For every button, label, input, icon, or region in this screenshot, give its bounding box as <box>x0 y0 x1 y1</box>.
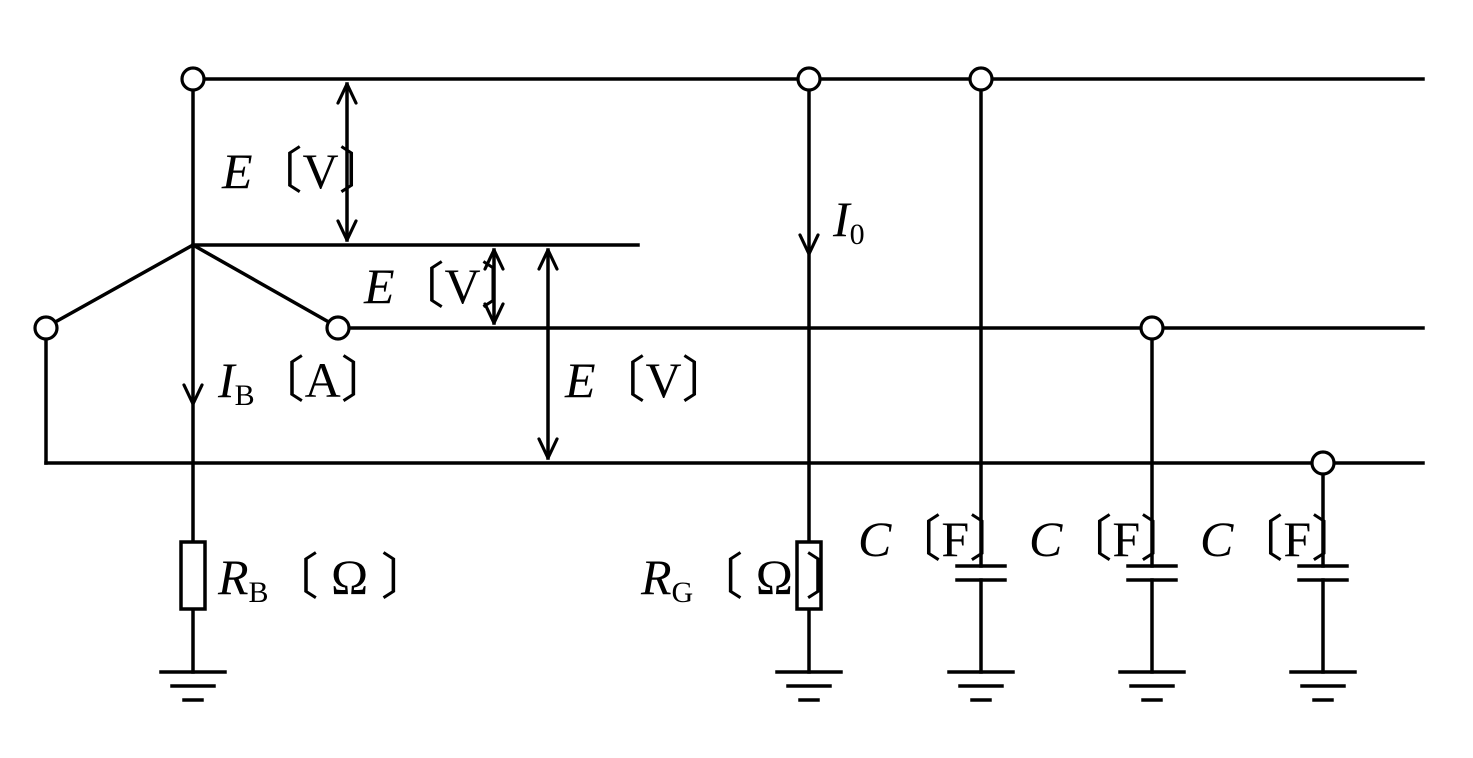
ground-c3-icon <box>1289 670 1357 702</box>
ground-rg-icon <box>775 670 843 702</box>
terminal-bottom-c3 <box>1310 450 1336 476</box>
ground-c1-icon <box>947 670 1015 702</box>
terminal-left <box>33 315 59 341</box>
terminal-top-c1 <box>968 66 994 92</box>
voltage-arrow-big <box>537 248 559 460</box>
leg-left <box>54 242 196 324</box>
terminal-top-left <box>180 66 206 92</box>
voltage-arrow-mid <box>483 248 505 325</box>
ground-c2-icon <box>1118 670 1186 702</box>
terminals <box>33 66 1336 476</box>
voltage-arrow-top <box>336 82 358 242</box>
capacitor-c3 <box>1297 564 1349 582</box>
current-arrow-ib-icon <box>182 383 204 406</box>
label-resistor-rb: RB〔 Ω 〕 <box>217 549 431 609</box>
label-voltage-big: E〔V〕 <box>564 352 732 408</box>
label-capacitor-3: C〔F〕 <box>1200 511 1361 567</box>
label-current-ib: IB〔A〕 <box>217 352 391 412</box>
label-capacitor-2: C〔F〕 <box>1029 511 1190 567</box>
leg-right <box>190 242 330 324</box>
terminal-top-rg <box>796 66 822 92</box>
terminal-mid-c2 <box>1139 315 1165 341</box>
label-voltage-top: E〔V〕 <box>221 143 389 199</box>
resistor-rg <box>795 540 823 611</box>
label-current-i0: I0 <box>832 191 865 251</box>
label-resistor-rg: RG〔 Ω 〕 <box>640 549 855 609</box>
label-voltage-mid: E〔V〕 <box>363 258 531 314</box>
wires <box>44 77 1425 674</box>
ground-rb-icon <box>159 670 227 702</box>
capacitor-c1 <box>955 564 1007 582</box>
terminal-right <box>325 315 351 341</box>
label-capacitor-1: C〔F〕 <box>858 511 1019 567</box>
capacitor-c2 <box>1126 564 1178 582</box>
current-arrow-i0-icon <box>798 233 820 256</box>
resistor-rb <box>179 540 207 611</box>
